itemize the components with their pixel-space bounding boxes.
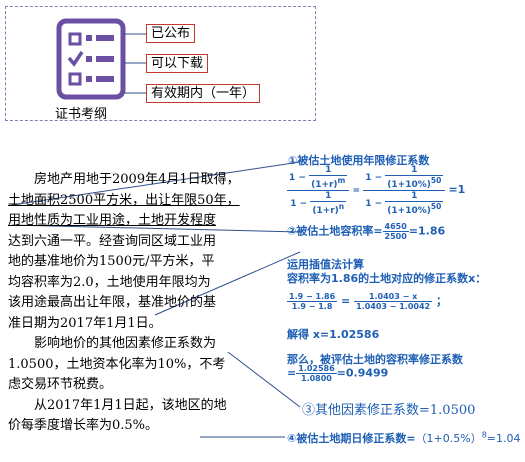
note-6-date-factor: ④被估土地期日修正系数=（1+0.5%）8=1.04	[287, 430, 521, 445]
note-1-title: ①被估土地使用年限修正系数	[288, 154, 430, 167]
certificate-box	[5, 6, 316, 121]
paragraph-1: 房地产用地于2009年4月1日取得， 土地面积2500平方米，出让年限50年， …	[8, 172, 240, 331]
note-5-other-factors: ③其他因素修正系数=1.0500	[302, 403, 476, 418]
paragraph-2: 影响地价的其他因素修正系数为 1.0500，土地资本化率为10%，不考 虑交易环…	[8, 336, 226, 392]
cert-item-published: 已公布	[146, 24, 196, 43]
paragraph-3: 从2017年1月1日起，该地区的地 价每季度增长率为0.5%。	[8, 397, 227, 434]
problem-text: 房地产用地于2009年4月1日取得， 土地面积2500平方米，出让年限50年， …	[8, 170, 280, 437]
note-3-solution: 解得 x=1.02586	[287, 328, 380, 341]
certificate-title: 证书考纲	[55, 107, 108, 122]
checklist-icon	[56, 18, 126, 100]
note-3-line-1: 运用插值法计算	[287, 258, 364, 271]
cert-item-download: 可以下载	[146, 54, 209, 73]
note-4-line-1: 那么，被评估土地的容积率修正系数	[287, 353, 463, 366]
cert-item-validity: 有效期内（一年）	[146, 84, 261, 103]
note-3-line-2: 容积率为1.86的土地对应的修正系数x：	[287, 272, 487, 285]
